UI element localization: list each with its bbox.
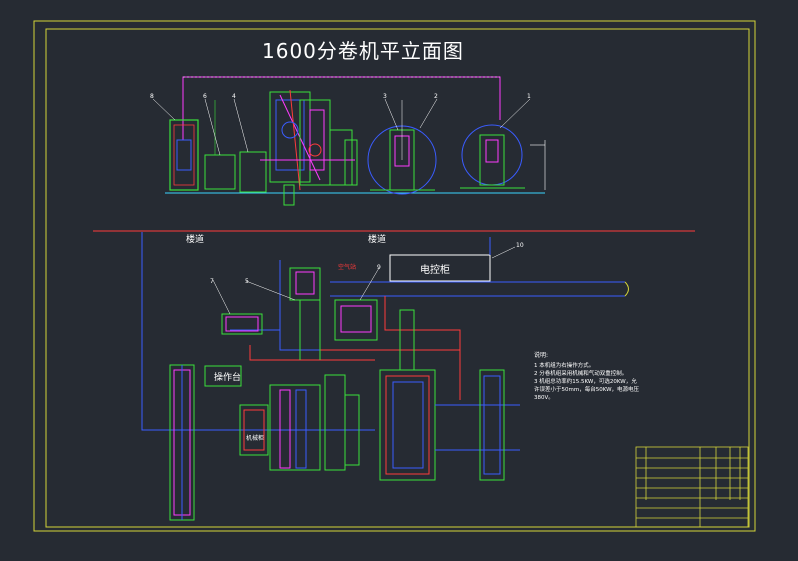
note-item: 3 机组总功率约15.5KW，可选20KW，允许误差小于50mm，每台50KW，… [534,379,640,401]
callout-10: 10 [516,242,524,249]
callout-5: 5 [245,278,249,285]
operating-table-label: 操作台 [214,373,242,383]
callout-9: 9 [377,264,381,271]
callout-7: 7 [210,278,214,285]
callout-1: 1 [527,93,531,100]
air-station-label: 空气站 [338,264,357,271]
callout-3: 3 [383,93,387,100]
cabinet-label: 电控柜 [420,265,450,276]
walkway-left-label: 楼道 [186,235,205,245]
outer-frame [33,20,756,532]
walkway-right-label: 楼道 [368,235,387,245]
callout-6: 6 [203,93,207,100]
title-block [635,446,749,528]
callout-8: 8 [150,93,154,100]
technical-notes: 说明: 1 本机组为右操作方式。 2 分卷机组采用机械和气动双重控制。 3 机组… [534,352,642,402]
notes-heading: 说明: [534,352,549,359]
elevation-view [152,76,546,206]
callout-2: 2 [434,93,438,100]
callout-4: 4 [232,93,236,100]
inner-frame [45,28,750,528]
note-item: 1 本机组为右操作方式。 [534,363,595,369]
machine-box-label: 机械柜 [246,435,265,442]
plan-view [141,232,629,521]
note-item: 2 分卷机组采用机械和气动双重控制。 [534,371,628,377]
drawing-title: 1600分卷机平立面图 [262,39,464,63]
